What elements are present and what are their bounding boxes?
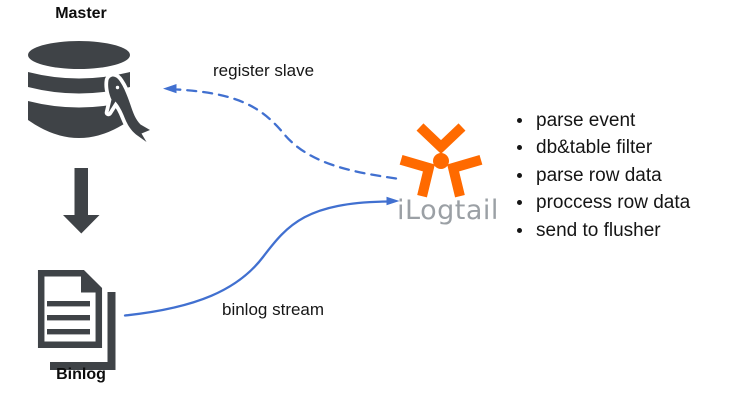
binlog-document-icon bbox=[37, 269, 116, 370]
list-item: parse event bbox=[514, 107, 690, 134]
dolphin-icon bbox=[104, 72, 154, 146]
feature-list: parse event db&table filter parse row da… bbox=[514, 107, 690, 244]
master-label: Master bbox=[55, 5, 107, 22]
feature-text: parse event bbox=[536, 110, 636, 131]
register-slave-arrow bbox=[163, 84, 398, 180]
binlog-stream-label: binlog stream bbox=[222, 300, 325, 319]
feature-text: proccess row data bbox=[536, 192, 691, 214]
binlog-stream-arrow bbox=[123, 196, 400, 317]
feature-text: parse row data bbox=[536, 164, 662, 186]
feature-text: send to flusher bbox=[536, 219, 661, 241]
mysql-database-icon bbox=[28, 41, 154, 146]
ilogtail-wordmark: iLogtail bbox=[397, 195, 499, 226]
register-slave-label: register slave bbox=[213, 61, 315, 80]
ilogtail-logo-icon bbox=[399, 123, 483, 198]
down-arrow-icon bbox=[63, 168, 100, 234]
binlog-label: Binlog bbox=[56, 366, 106, 383]
list-item: send to flusher bbox=[514, 217, 690, 244]
list-item: parse row data bbox=[514, 162, 690, 189]
list-item: proccess row data bbox=[514, 189, 690, 216]
list-item: db&table filter bbox=[514, 134, 690, 161]
feature-text: db&table filter bbox=[536, 137, 653, 159]
